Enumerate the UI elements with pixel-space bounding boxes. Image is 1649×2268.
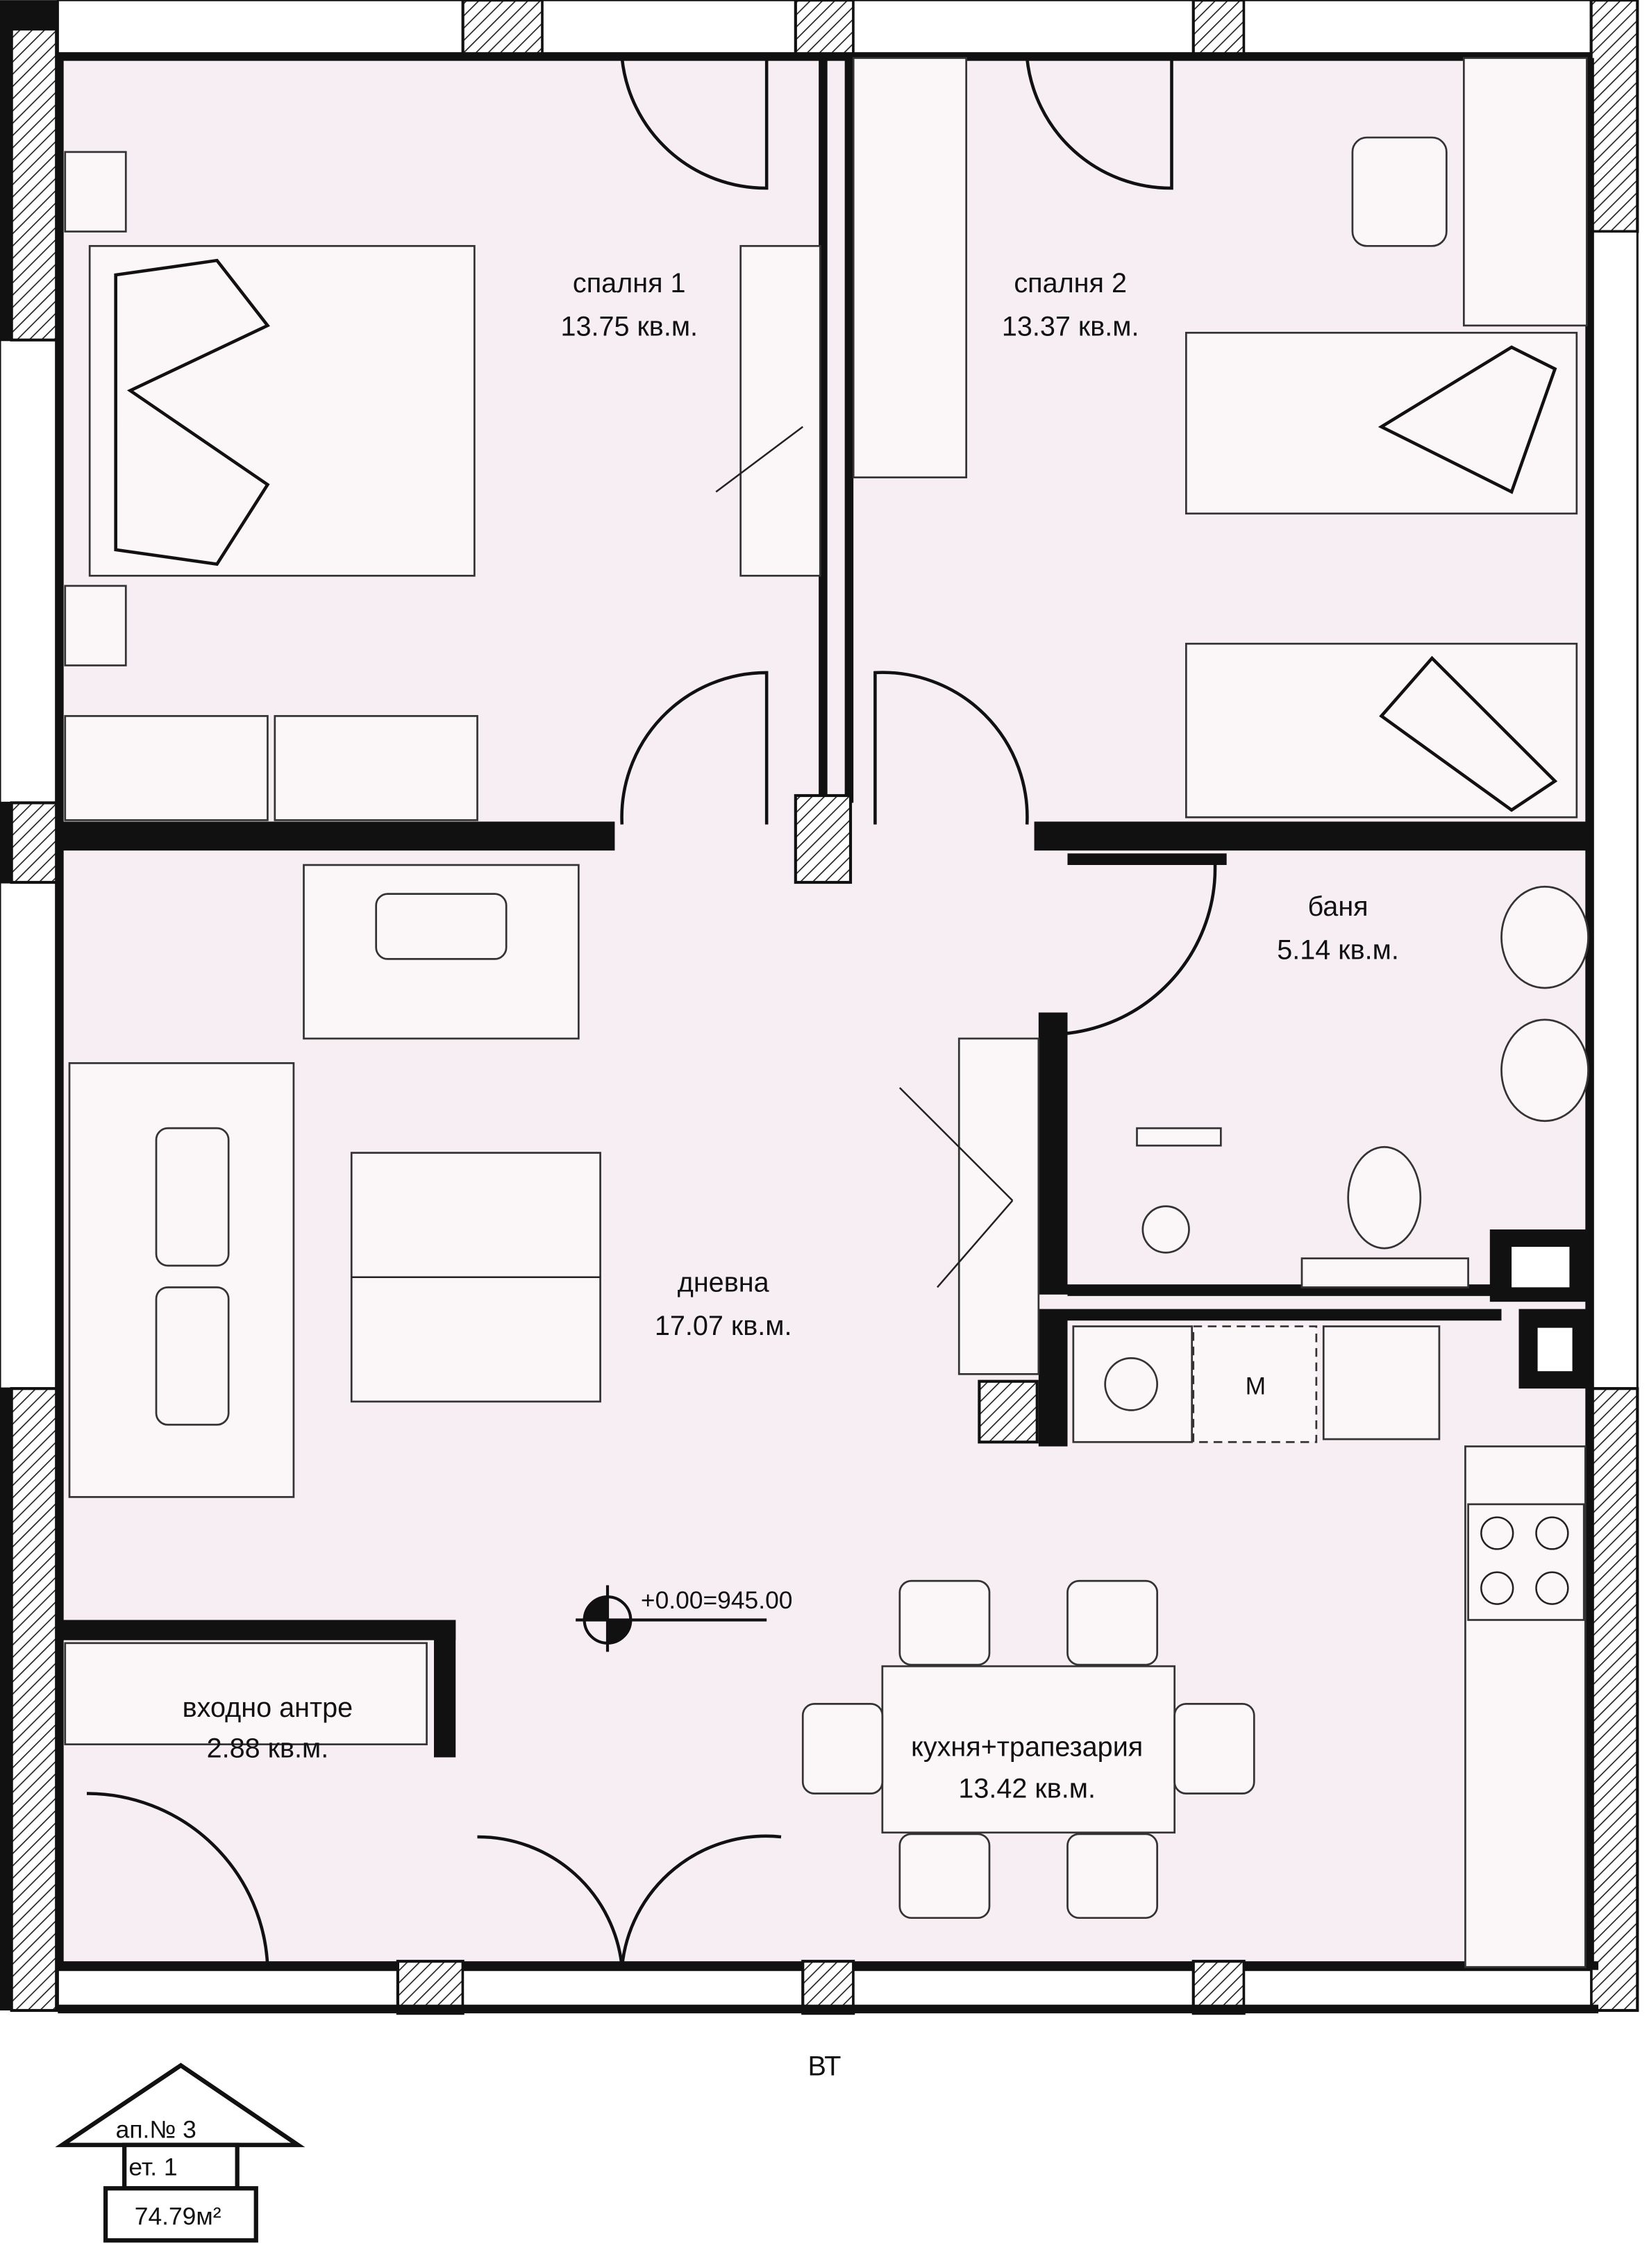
orientation-label: ВТ (808, 2051, 842, 2082)
desk-chair (1351, 136, 1448, 247)
sink-2 (1500, 1018, 1589, 1123)
room-area-bedroom-2: 13.37 кв.м. (1002, 312, 1139, 342)
single-bed-2 (1185, 642, 1578, 818)
desk (1462, 57, 1588, 327)
door-entrance (86, 1792, 269, 1967)
entrance-wardrobe (64, 1642, 428, 1746)
room-area-entrance: 2.88 кв.м. (207, 1733, 329, 1763)
inner-walls (58, 58, 1591, 1758)
room-name-bedroom-2: спалня 2 (1014, 268, 1127, 299)
apartment-badge: ап.№ 3 ет. 1 74.79м² (55, 2063, 305, 2243)
apartment-number: ап.№ 3 (116, 2115, 196, 2143)
door-bedroom-1 (620, 671, 769, 825)
door-top-left (620, 58, 769, 190)
elevation-marker: +0.00=945.00 (576, 1585, 793, 1652)
room-area-bathroom: 5.14 кв.м. (1277, 934, 1399, 965)
door-top-right (1025, 58, 1173, 190)
kitchen-sink (1322, 1325, 1441, 1440)
meter-label: M (1246, 1372, 1266, 1400)
room-name-bedroom-1: спалня 1 (573, 268, 686, 299)
wardrobe (852, 57, 968, 479)
tv-cabinet (957, 1037, 1040, 1375)
doors (86, 58, 1217, 1967)
total-area: 74.79м² (135, 2202, 221, 2230)
furniture (64, 57, 1589, 1968)
door-bedroom-2 (873, 671, 1029, 825)
toilet (1347, 1145, 1422, 1250)
elevation-label: +0.00=945.00 (641, 1586, 793, 1614)
floor-number: ет. 1 (128, 2153, 177, 2181)
room-name-living: дневна (678, 1268, 770, 1298)
room-area-living: 17.07 кв.м. (655, 1311, 792, 1341)
sink-1 (1500, 885, 1589, 989)
room-name-bathroom: баня (1308, 891, 1368, 922)
door-bathroom (1041, 864, 1217, 1036)
double-bed (88, 244, 476, 577)
room-area-kitchen: 13.42 кв.м. (958, 1774, 1096, 1804)
room-area-bedroom-1: 13.75 кв.м. (560, 312, 698, 342)
room-name-entrance: входно антре (183, 1692, 353, 1723)
single-bed-1 (1185, 331, 1578, 515)
room-name-kitchen: кухня+трапезария (911, 1731, 1143, 1762)
door-balcony (477, 1834, 782, 1967)
washing-machine (1192, 1325, 1318, 1443)
outer-walls (0, 0, 1639, 2015)
